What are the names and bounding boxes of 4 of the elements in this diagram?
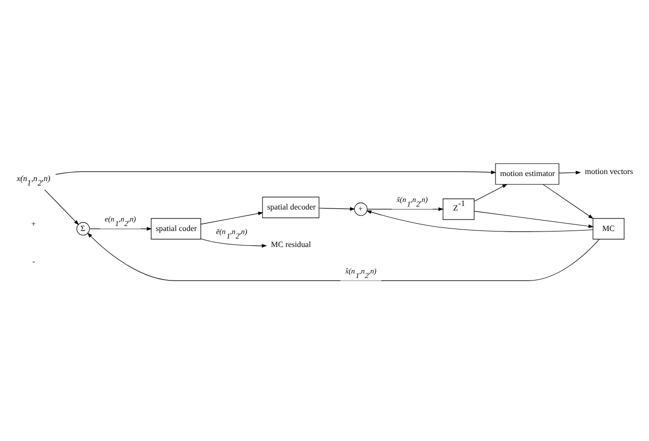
label: + bbox=[31, 218, 36, 228]
label: - bbox=[32, 256, 36, 266]
node-text: motion vectors bbox=[584, 166, 634, 176]
node-text: MC residual bbox=[270, 240, 311, 249]
